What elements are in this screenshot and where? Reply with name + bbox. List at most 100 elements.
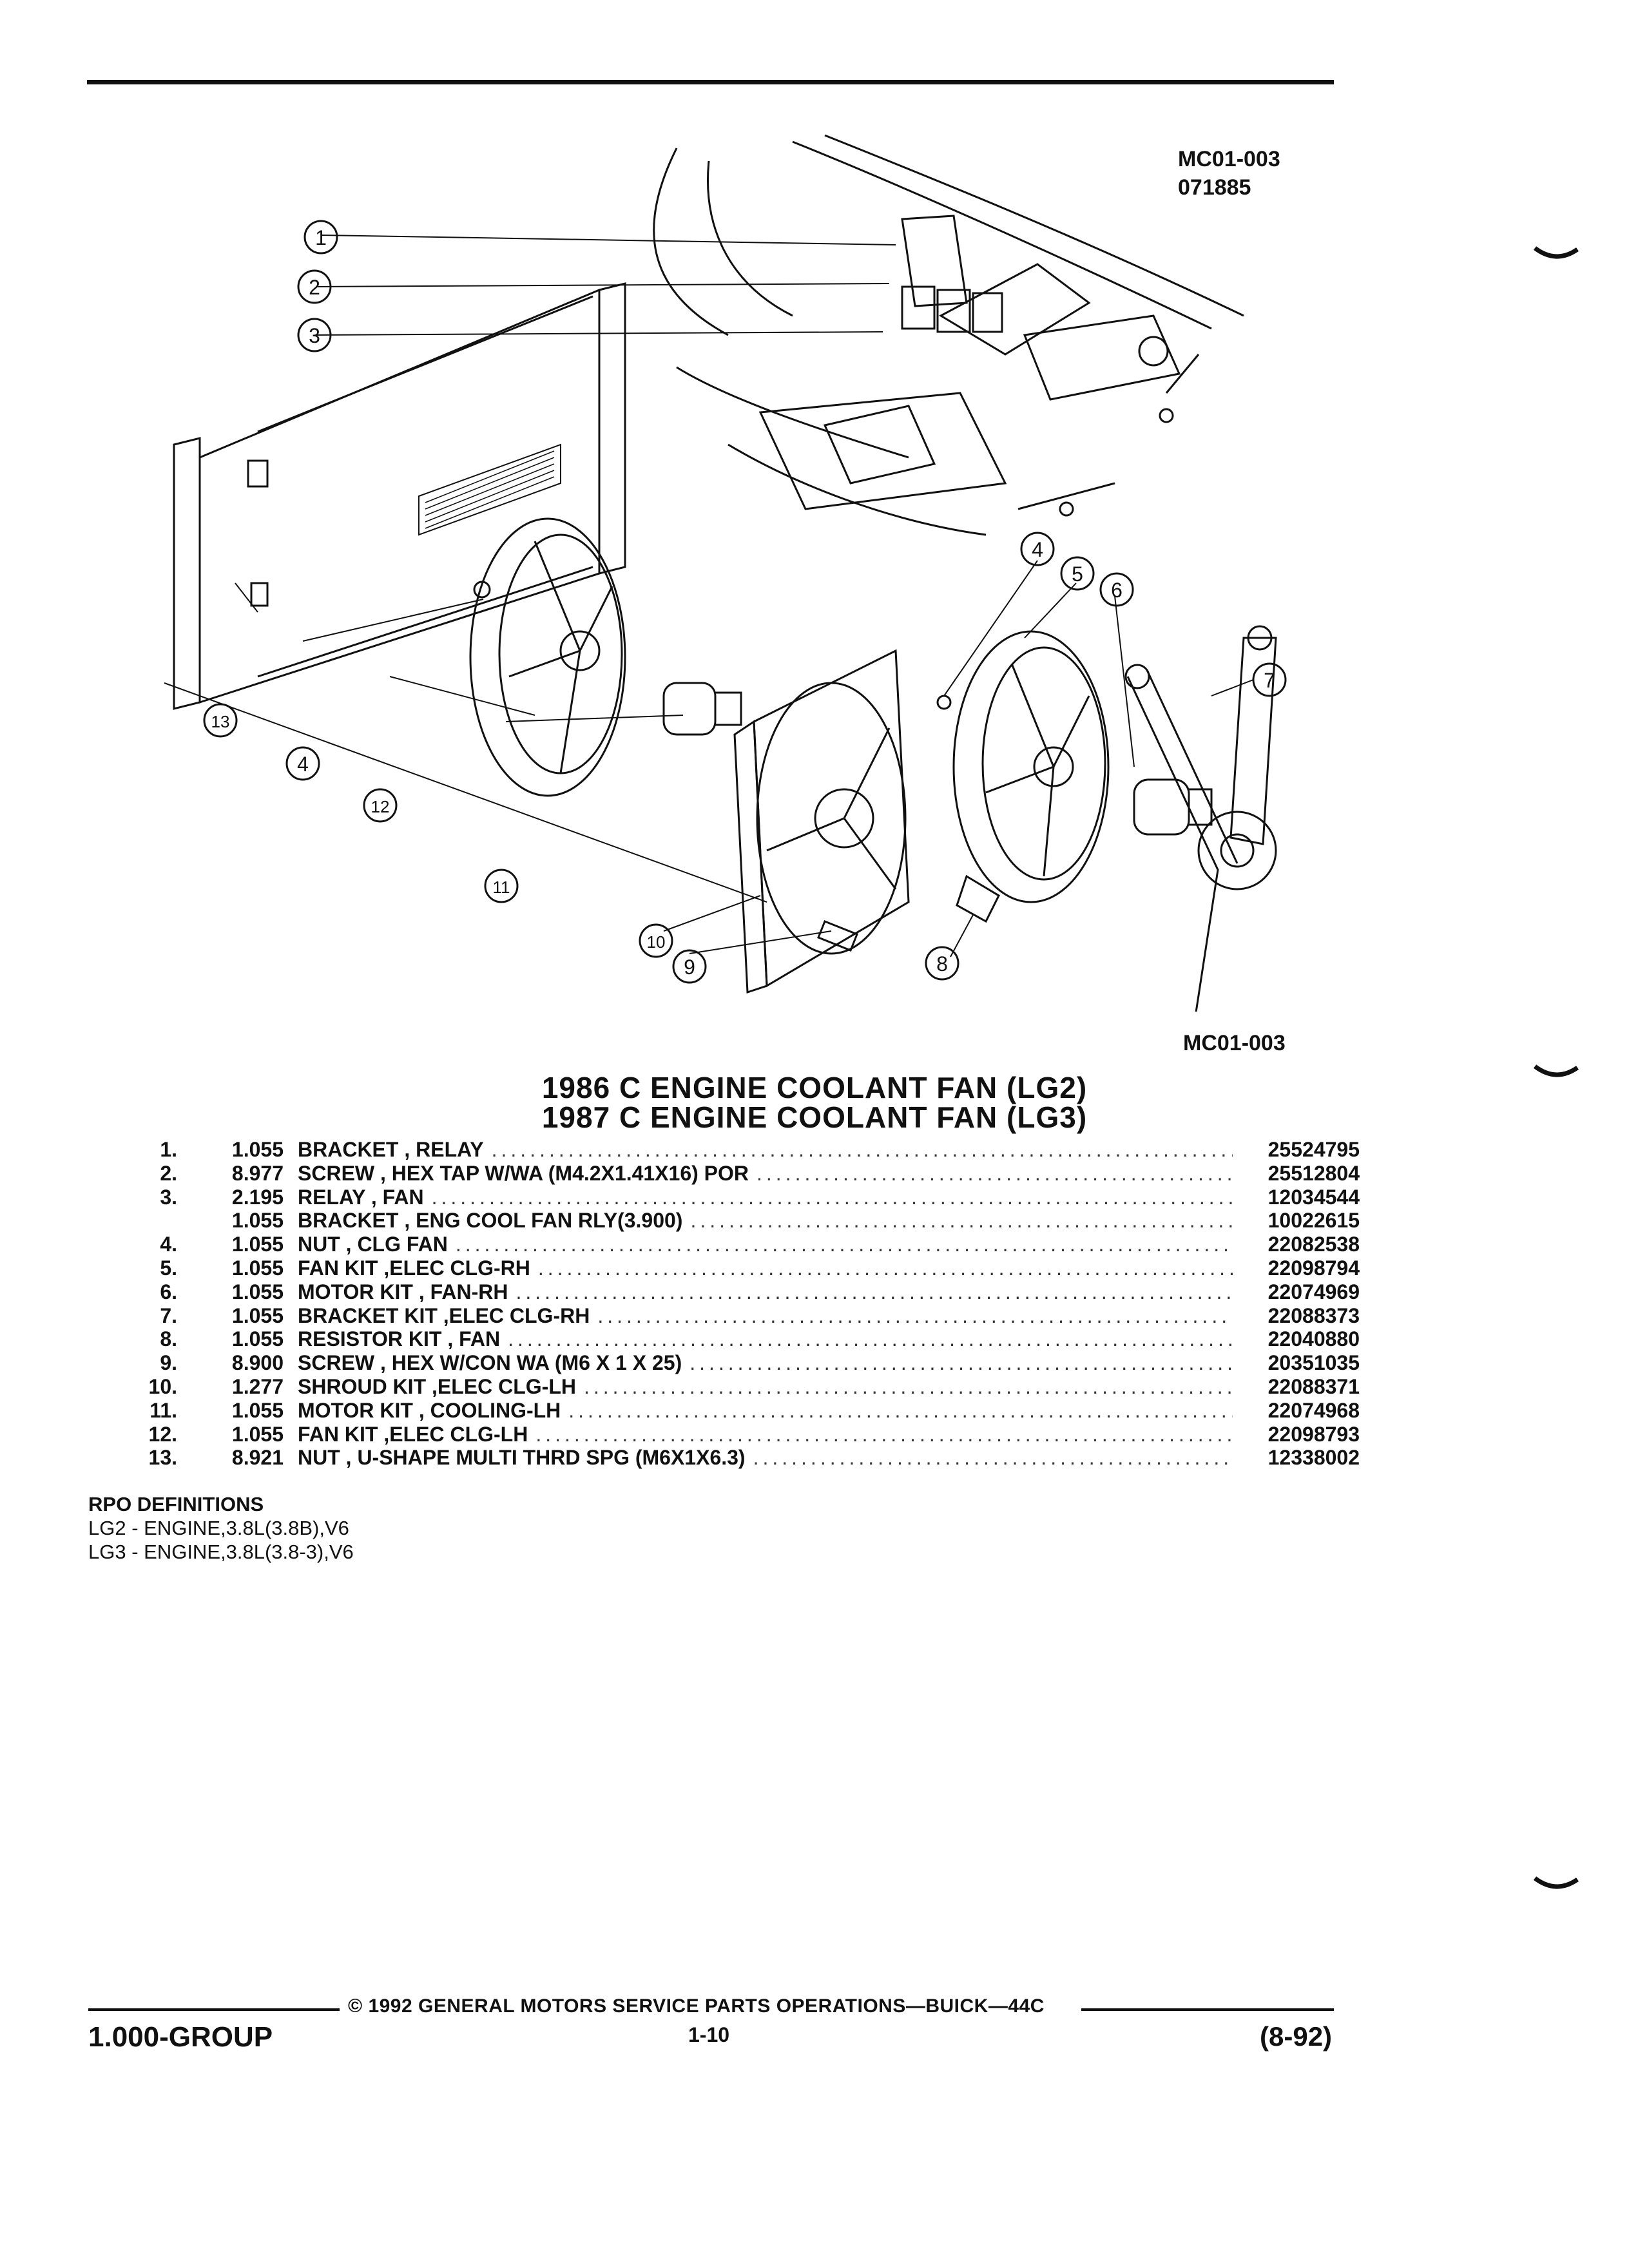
part-quantity-code: 1.277	[231, 1374, 284, 1398]
part-description: BRACKET KIT ,ELEC CLG-RH	[298, 1303, 590, 1327]
part-number: 22098794	[1268, 1256, 1360, 1280]
callout-12: 12	[363, 788, 398, 823]
part-number: 22088371	[1268, 1374, 1360, 1398]
part-row: 1.055 BRACKET , ENG COOL FAN RLY(3.900) 10…	[116, 1209, 1360, 1233]
part-quantity-code: 1.055	[231, 1209, 284, 1233]
motor-rh-drawing	[1133, 778, 1213, 836]
callout-10: 10	[639, 923, 673, 958]
footer-group: 1.000-GROUP	[88, 2021, 273, 2053]
part-description: MOTOR KIT , COOLING-LH	[298, 1398, 561, 1422]
figure-date-code: 071885	[1178, 175, 1251, 200]
part-quantity-code: 8.921	[231, 1446, 284, 1470]
rpo-heading: RPO DEFINITIONS	[88, 1493, 264, 1515]
part-description: NUT , CLG FAN	[298, 1233, 448, 1256]
fan-lh-drawing	[469, 517, 626, 797]
part-number-index: 11.	[149, 1398, 177, 1422]
svg-text:11: 11	[493, 878, 510, 897]
part-description: BRACKET , ENG COOL FAN RLY(3.900)	[298, 1209, 683, 1233]
part-number: 22082538	[1268, 1233, 1360, 1256]
part-number-index: 9.	[160, 1351, 177, 1375]
part-row: 2. 8.977 SCREW , HEX TAP W/WA (M4.2X1.41X1…	[116, 1162, 1360, 1186]
part-row: 10. 1.277 SHROUD KIT ,ELEC CLG-LH 22088371	[116, 1375, 1360, 1399]
part-number: 20351035	[1268, 1351, 1360, 1375]
callout-5: 5	[1060, 556, 1095, 591]
callout-markers: 1 2 3 4 5 6 7 8 9 10 11 12 13 4	[203, 220, 1287, 984]
part-quantity-code: 1.055	[231, 1422, 284, 1446]
part-number-index: 13.	[148, 1446, 177, 1470]
rpo-item-lg2: LG2 - ENGINE,3.8L(3.8B),V6	[88, 1517, 349, 1539]
part-number-index: 4.	[160, 1233, 177, 1256]
dot-leader	[456, 1233, 1233, 1256]
part-quantity-code: 8.900	[231, 1351, 284, 1375]
part-quantity-code: 1.055	[231, 1256, 284, 1280]
figure-code: MC01-003	[1178, 147, 1280, 171]
svg-text:5: 5	[1072, 562, 1083, 586]
rpo-definitions: RPO DEFINITIONS LG2 - ENGINE,3.8L(3.8B),…	[88, 1492, 354, 1564]
top-rule	[87, 80, 1334, 84]
dot-leader	[690, 1209, 1233, 1233]
part-description: BRACKET , RELAY	[298, 1138, 484, 1161]
part-number: 10022615	[1268, 1209, 1360, 1233]
part-number-index: 10.	[148, 1374, 177, 1398]
part-description: SCREW , HEX TAP W/WA (M4.2X1.41X16) POR	[298, 1161, 749, 1185]
callout-4: 4	[1020, 532, 1055, 566]
part-number-index: 8.	[160, 1327, 177, 1351]
svg-text:3: 3	[309, 324, 320, 347]
part-description: FAN KIT ,ELEC CLG-LH	[298, 1422, 528, 1446]
callout-3: 3	[297, 318, 332, 352]
dot-leader	[538, 1256, 1233, 1280]
callout-6: 6	[1099, 572, 1134, 607]
part-number: 22074968	[1268, 1398, 1360, 1422]
motor-lh-drawing	[662, 682, 742, 736]
part-quantity-code: 8.977	[231, 1161, 284, 1185]
part-description: SHROUD KIT ,ELEC CLG-LH	[298, 1374, 576, 1398]
part-number-index: 1.	[160, 1138, 177, 1161]
part-quantity-code: 1.055	[231, 1398, 284, 1422]
dot-leader	[584, 1375, 1233, 1399]
figure-reference-bottom: MC01-003	[1183, 1031, 1286, 1055]
svg-text:9: 9	[684, 956, 695, 979]
part-description: NUT , U-SHAPE MULTI THRD SPG (M6X1X6.3)	[298, 1446, 746, 1470]
exploded-parts-diagram: 1 2 3 4 5 6 7 8 9 10 11 12 13 4	[164, 134, 1287, 1012]
part-row: 11. 1.055 MOTOR KIT , COOLING-LH 22074968	[116, 1399, 1360, 1423]
part-number-index: 3.	[160, 1185, 177, 1209]
part-number: 12338002	[1268, 1446, 1360, 1470]
dot-leader	[535, 1423, 1233, 1446]
part-number: 25524795	[1268, 1138, 1360, 1161]
svg-text:12: 12	[371, 797, 390, 816]
callout-2: 2	[297, 269, 332, 304]
part-description: RELAY , FAN	[298, 1185, 424, 1209]
section-titles: 1986 C ENGINE COOLANT FAN (LG2) 1987 C E…	[0, 1073, 1629, 1132]
part-number-index: 2.	[160, 1161, 177, 1185]
dot-leader	[492, 1138, 1233, 1162]
title-1986: 1986 C ENGINE COOLANT FAN (LG2)	[541, 1071, 1088, 1104]
footer-rule-right	[1081, 2008, 1334, 2011]
part-number-index: 6.	[160, 1280, 177, 1303]
svg-text:6: 6	[1111, 579, 1123, 602]
svg-text:10: 10	[647, 932, 666, 952]
dot-leader	[757, 1162, 1233, 1186]
callout-8: 8	[925, 946, 959, 981]
callout-13: 13	[203, 703, 238, 738]
engine-compartment-drawing	[653, 134, 1244, 536]
shroud-drawing	[733, 649, 910, 994]
svg-text:13: 13	[211, 712, 230, 731]
margin-punch-mark	[1534, 1064, 1579, 1077]
part-number-index: 12.	[148, 1422, 177, 1446]
dot-leader	[689, 1351, 1233, 1375]
dot-leader	[753, 1446, 1233, 1470]
dot-leader	[508, 1327, 1233, 1351]
dot-leader	[597, 1304, 1233, 1328]
footer-date: (8-92)	[1260, 2021, 1333, 2052]
part-number: 12034544	[1268, 1185, 1360, 1209]
margin-punch-mark	[1534, 1876, 1579, 1889]
svg-text:7: 7	[1264, 669, 1275, 692]
callout-4-left: 4	[285, 746, 320, 781]
part-number: 25512804	[1268, 1161, 1360, 1185]
